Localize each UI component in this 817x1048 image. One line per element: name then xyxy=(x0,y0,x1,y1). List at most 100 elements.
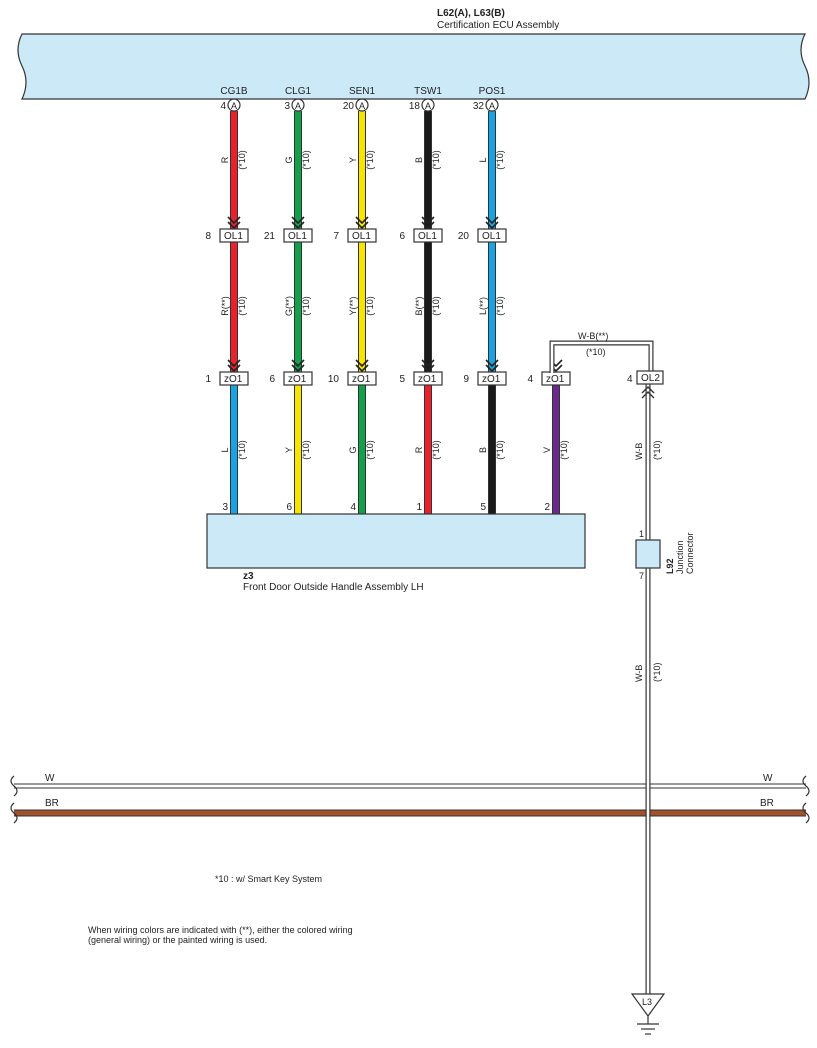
ol1-connector-label: OL1 xyxy=(288,231,307,242)
ecu-pin-number: 20 xyxy=(343,101,355,112)
bus-br-label-right: BR xyxy=(760,798,774,809)
wire-note-label: (*10) xyxy=(431,440,441,460)
ecu-pin-number: 4 xyxy=(220,101,226,112)
zo1-connector-gnd xyxy=(541,371,571,386)
label-group: CG1B4AOL18zO11R(*10)R(**)(*10)L(*10)3ANT… xyxy=(205,86,571,529)
ecu-body xyxy=(17,33,810,100)
wire-color-label: L xyxy=(478,157,488,162)
wb-label-1: W-B xyxy=(634,443,644,460)
handle-name: Front Door Outside Handle Assembly LH xyxy=(243,582,424,593)
ecu-connector-marker xyxy=(291,98,305,112)
ol1-connector-label: OL1 xyxy=(224,231,243,242)
ol1-connector xyxy=(347,228,377,243)
wire-color-label: Y xyxy=(284,447,294,453)
wire-note-label: (*10) xyxy=(237,150,247,170)
chevron-icon xyxy=(227,359,241,373)
zo1-connector-gnd-label: zO1 xyxy=(546,374,565,385)
ecu-connector-marker xyxy=(485,98,499,112)
handle-pin-number: 4 xyxy=(350,502,356,513)
bus-w-label-right: W xyxy=(763,773,773,784)
wire-color-label: V xyxy=(542,447,552,453)
ol1-connector-pin: 7 xyxy=(333,231,339,242)
wire-color-label: R xyxy=(414,446,424,453)
ol2-connector xyxy=(636,370,664,385)
wire-group xyxy=(227,111,563,514)
wb-note-1: (*10) xyxy=(652,440,662,460)
ecu-connector-marker xyxy=(355,98,369,112)
wire-color-label: B(**) xyxy=(414,296,424,315)
wire-note-label: (*10) xyxy=(301,150,311,170)
wire-note-label: (*10) xyxy=(431,150,441,170)
ground-top-note: (*10) xyxy=(586,347,606,357)
ecu-pin-number: 18 xyxy=(409,101,421,112)
wire-color-label: G(**) xyxy=(284,296,294,316)
zo1-connector xyxy=(219,371,249,386)
ol1-connector-label: OL1 xyxy=(482,231,501,242)
wire-note-label: (*10) xyxy=(365,440,375,460)
chevron-icon xyxy=(355,359,369,373)
zo1-connector-pin: 9 xyxy=(463,374,469,385)
chevron-icon xyxy=(355,216,369,230)
chevron-icon xyxy=(421,359,435,373)
ol1-connector xyxy=(413,228,443,243)
zo1-connector-gnd-pin: 4 xyxy=(527,374,533,385)
wire-color-label: B xyxy=(414,157,424,163)
zo1-connector xyxy=(283,371,313,386)
wire-note-label: (*10) xyxy=(495,150,505,170)
ecu-connector-letter: A xyxy=(359,101,365,111)
ground-point xyxy=(630,993,666,1018)
wire-color-label: B xyxy=(478,447,488,453)
zo1-connector xyxy=(347,371,377,386)
wire-color-label: R xyxy=(220,156,230,163)
handle-pin-number: 1 xyxy=(416,502,422,513)
chevron-icon xyxy=(421,216,435,230)
chevron-icon xyxy=(291,216,305,230)
junction-name-1: Junction xyxy=(675,540,685,574)
handle-pin-number: 6 xyxy=(286,502,292,513)
zo1-connector-label: zO1 xyxy=(224,374,243,385)
wire-note-label: (*10) xyxy=(495,440,505,460)
wire-note-label: (*10) xyxy=(365,296,375,316)
ol1-connector-pin: 20 xyxy=(458,231,470,242)
wire-note-label: (*10) xyxy=(301,296,311,316)
wire-color-label: G xyxy=(284,156,294,163)
wire-note-label: (*10) xyxy=(559,440,569,460)
wb-note-2: (*10) xyxy=(652,662,662,682)
bus-br-label-left: BR xyxy=(45,798,59,809)
ol1-connector-pin: 6 xyxy=(399,231,405,242)
chevron-icon xyxy=(291,359,305,373)
handle-code: z3 xyxy=(243,571,254,582)
handle-pin-number: 2 xyxy=(544,502,550,513)
ol1-connector-pin: 21 xyxy=(264,231,276,242)
zo1-connector xyxy=(413,371,443,386)
junction-name-2: Connector xyxy=(685,532,695,574)
junction-pin-out: 7 xyxy=(639,571,644,581)
ecu-connector-letter: A xyxy=(425,101,431,111)
zo1-connector-pin: 1 xyxy=(205,374,211,385)
ecu-name: Certification ECU Assembly xyxy=(437,20,559,31)
chevron-icon xyxy=(227,216,241,230)
handle-pin-number: 5 xyxy=(480,502,486,513)
junction-code: L92 xyxy=(665,558,675,574)
ecu-connector-marker xyxy=(227,98,241,112)
wb-label-2: W-B xyxy=(634,665,644,682)
ol1-connector-label: OL1 xyxy=(418,231,437,242)
ecu-pin-number: 32 xyxy=(473,101,485,112)
ecu-pin-name: SEN1 xyxy=(349,86,376,97)
wire-note-label: (*10) xyxy=(365,150,375,170)
ecu-connector-marker xyxy=(421,98,435,112)
zo1-connector-label: zO1 xyxy=(418,374,437,385)
ol1-connector xyxy=(283,228,313,243)
handle-pin-number: 3 xyxy=(222,502,228,513)
ol2-label: OL2 xyxy=(641,373,660,384)
wire-color-label: L xyxy=(220,447,230,452)
zo1-connector-pin: 6 xyxy=(269,374,275,385)
wire-color-label: R(**) xyxy=(220,296,230,316)
zo1-connector-label: zO1 xyxy=(352,374,371,385)
junction-pin-in: 1 xyxy=(639,529,644,539)
ol2-pin: 4 xyxy=(627,374,633,385)
zo1-connector xyxy=(477,371,507,386)
wire-note-label: (*10) xyxy=(301,440,311,460)
bus-w xyxy=(10,775,810,797)
